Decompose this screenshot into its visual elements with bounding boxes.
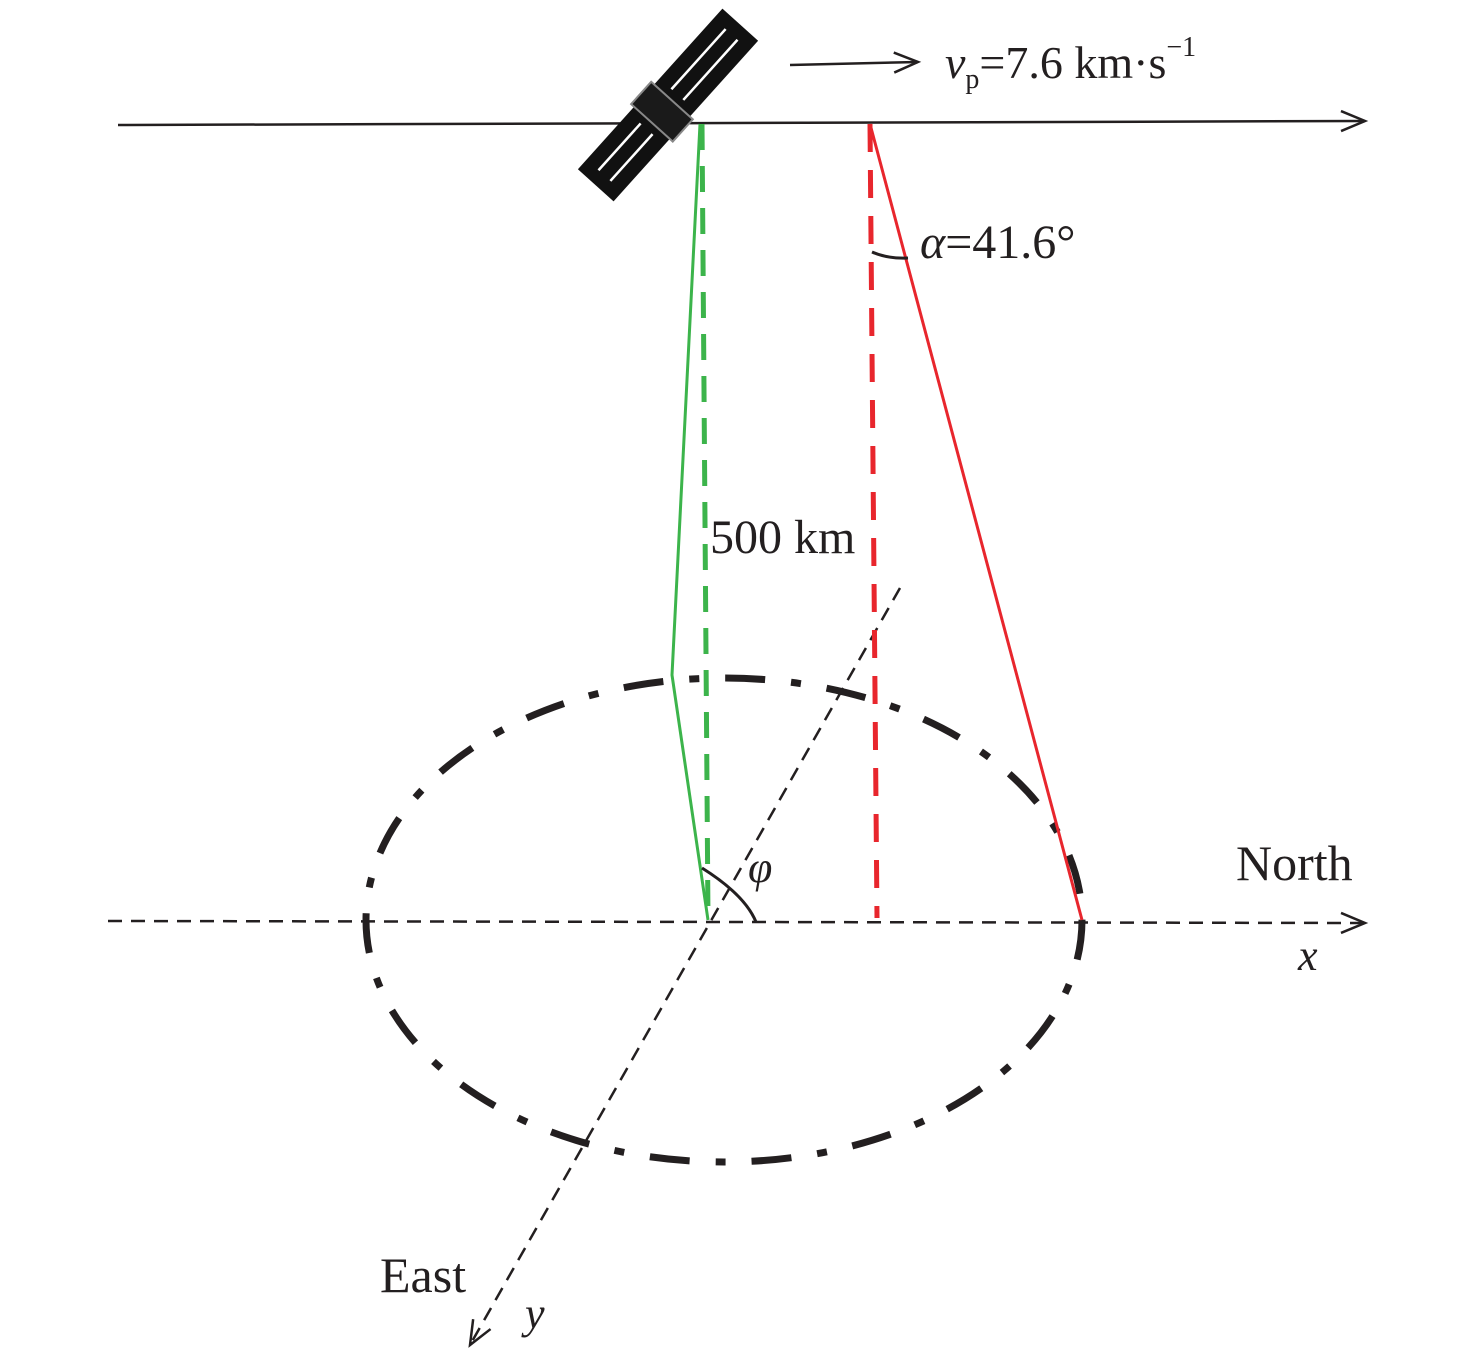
- phi-angle-arc: [701, 866, 758, 923]
- alpha-label: α=41.6°: [920, 216, 1075, 269]
- x-axis: [107, 911, 1369, 935]
- green-beam-line: [670, 123, 710, 921]
- phi-label: φ: [748, 843, 772, 892]
- alpha-angle-arc: [871, 250, 909, 260]
- north-label: North: [1236, 835, 1353, 891]
- satellite-icon: [577, 8, 759, 202]
- y-axis-label: y: [521, 1289, 545, 1338]
- y-axis: [468, 587, 902, 1348]
- green-nadir-dashed: [699, 123, 711, 921]
- red-nadir-dashed: [867, 123, 880, 919]
- altitude-label: 500 km: [710, 511, 855, 564]
- x-axis-label: x: [1297, 931, 1318, 980]
- orbit-line: [117, 109, 1369, 133]
- velocity-label: vp=7.6 km·s−1: [945, 32, 1196, 95]
- footprint-ellipse: [362, 674, 1086, 1166]
- east-label: East: [380, 1247, 466, 1303]
- velocity-arrow: [789, 51, 922, 74]
